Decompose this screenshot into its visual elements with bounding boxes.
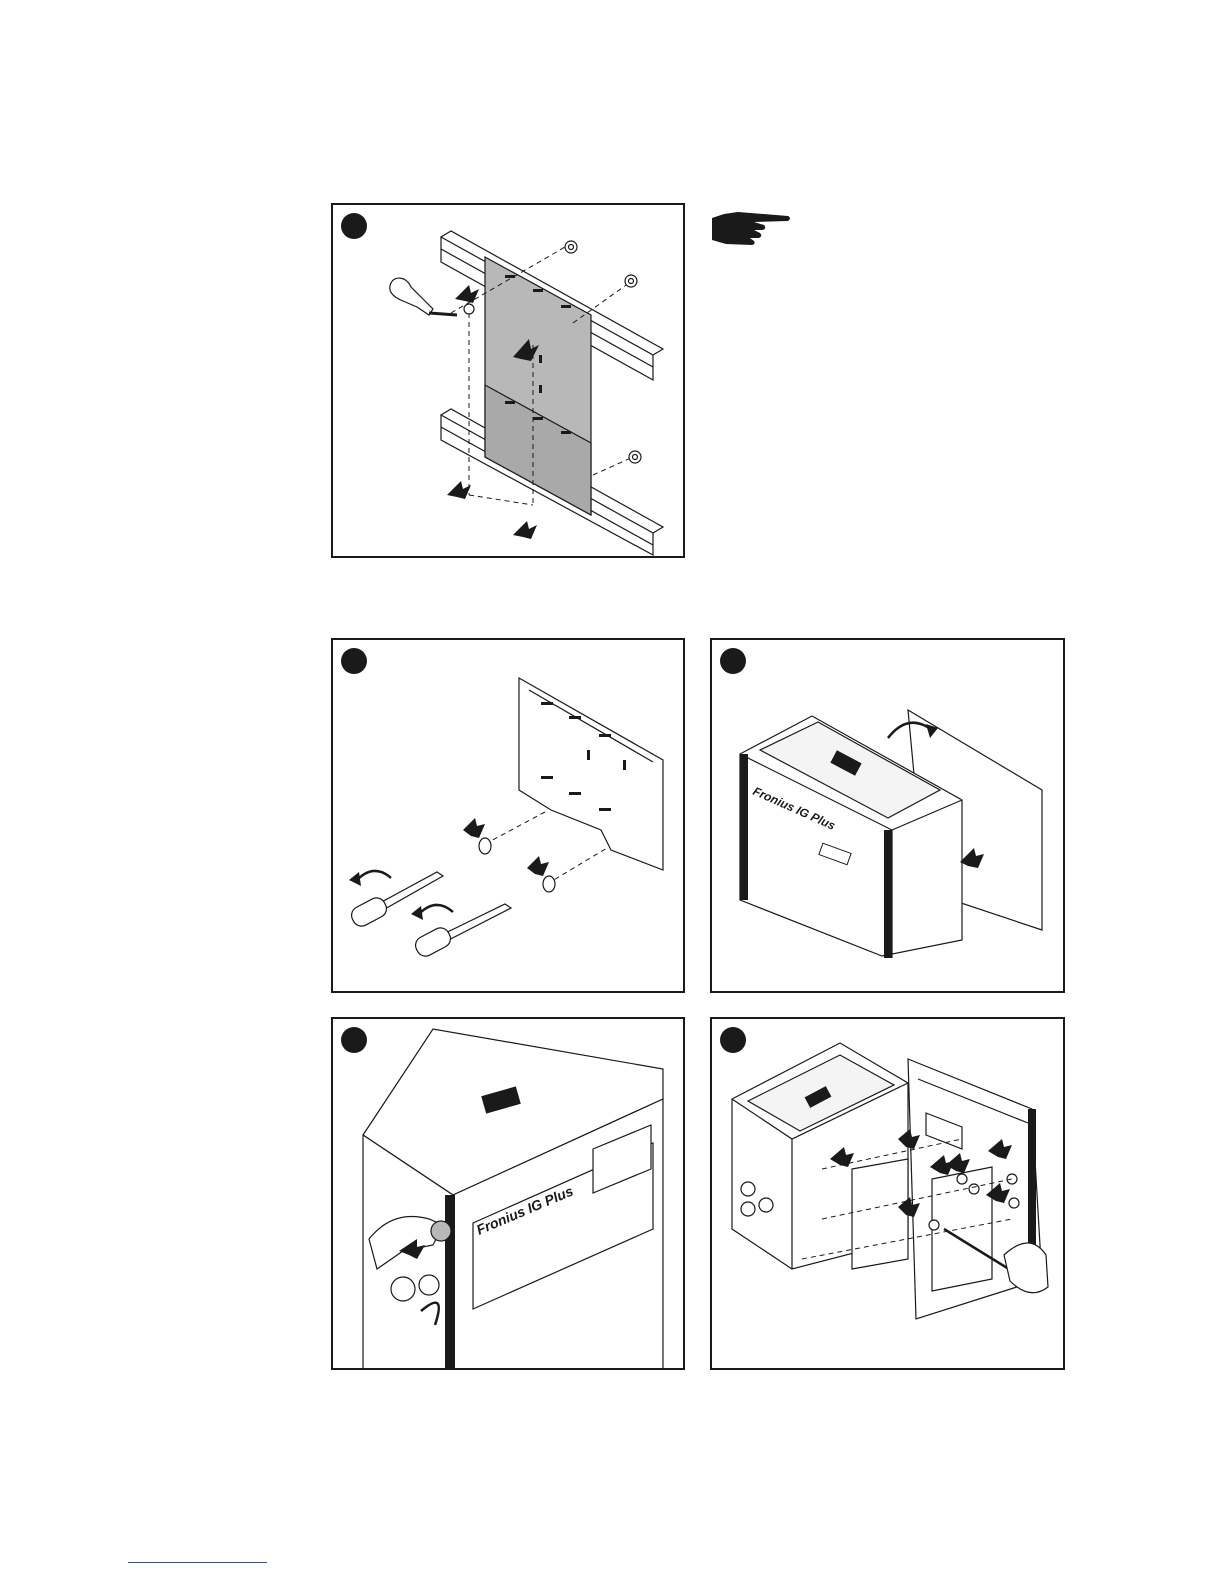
cover-screw-illustration: Fronius IG Plus xyxy=(333,1019,683,1368)
screwdriver-illustration xyxy=(333,640,683,991)
figure-step-2 xyxy=(331,638,685,993)
figure-step-4: Fronius IG Plus xyxy=(331,1017,685,1370)
figure-step-1 xyxy=(331,203,685,558)
bracket-rail-illustration xyxy=(333,205,683,556)
figure-step-5 xyxy=(710,1017,1065,1370)
open-cover-illustration xyxy=(712,1019,1063,1368)
inverter-hanging-illustration: Fronius IG Plus xyxy=(712,640,1063,991)
footer-link-underline xyxy=(128,1562,267,1563)
figure-step-3: Fronius IG Plus xyxy=(710,638,1065,993)
pointing-hand-icon xyxy=(710,208,792,248)
